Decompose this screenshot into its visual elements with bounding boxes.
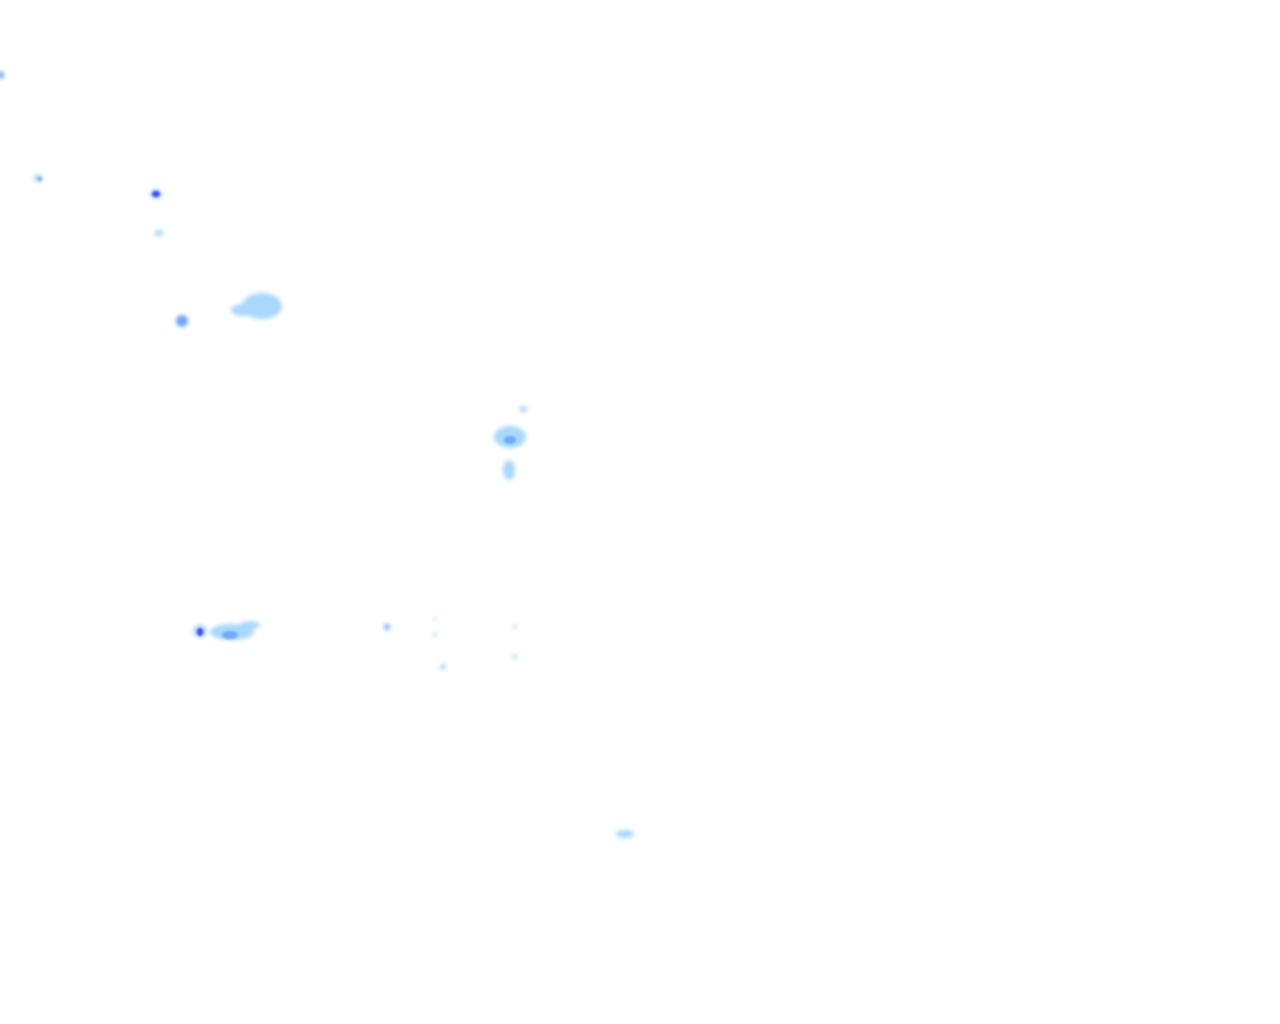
precipitation-echo bbox=[519, 406, 527, 412]
precipitation-echo bbox=[433, 633, 437, 637]
precipitation-echo bbox=[616, 830, 634, 838]
precipitation-echo bbox=[0, 71, 4, 79]
precipitation-echo bbox=[231, 304, 259, 316]
precipitation-echo bbox=[503, 460, 515, 480]
precipitation-echo bbox=[384, 624, 390, 630]
precipitation-echo bbox=[240, 621, 260, 629]
precipitation-echo bbox=[513, 625, 517, 629]
precipitation-echo bbox=[222, 631, 238, 639]
precipitation-echo bbox=[440, 664, 446, 670]
precipitation-echo bbox=[179, 318, 185, 324]
precipitation-echo bbox=[433, 617, 437, 621]
precipitation-echo bbox=[152, 191, 160, 197]
precipitation-echo bbox=[513, 654, 517, 660]
precipitation-echo bbox=[197, 628, 203, 636]
precipitation-echo bbox=[504, 436, 516, 444]
precipitation-echo bbox=[154, 230, 164, 236]
precipitation-echo bbox=[38, 177, 42, 181]
